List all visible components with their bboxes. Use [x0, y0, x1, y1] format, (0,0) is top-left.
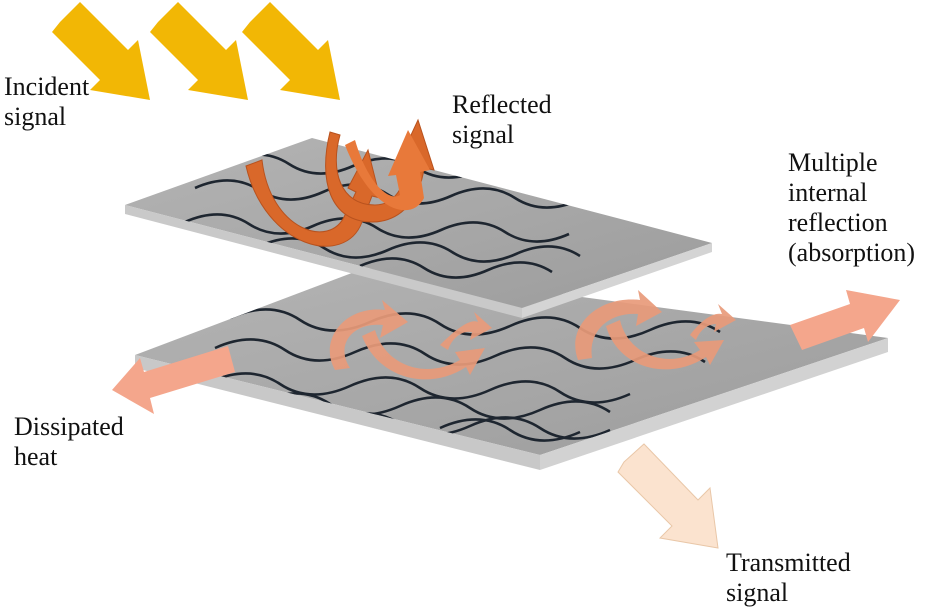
dissipated-heat-line: heat — [14, 442, 58, 471]
transmitted-signal-line: signal — [726, 578, 789, 607]
internal-arrow-icon — [690, 304, 736, 340]
internal-arrow-icon — [606, 320, 724, 370]
fiber-strand — [209, 372, 631, 404]
multiple-reflection-line: Multiple — [788, 148, 878, 177]
fiber-strand — [329, 412, 611, 440]
internal-arrow-icon — [362, 330, 485, 380]
multiple-reflection-line: (absorption) — [788, 238, 916, 267]
top-sheet-surface — [125, 138, 712, 308]
dissipated-heat-line: Dissipated — [14, 412, 124, 441]
incident-arrow-icon — [242, 2, 340, 100]
incident-arrow-icon — [52, 2, 150, 100]
incident-signal-line: signal — [4, 102, 67, 131]
dissipated-heat-arrow-icon — [112, 346, 235, 414]
incident-arrows — [52, 2, 340, 100]
fiber-strand — [359, 257, 553, 279]
multiple-reflection-line: reflection — [788, 208, 888, 237]
incident-signal-label: Incident signal — [4, 72, 89, 132]
multiple-internal-reflection-label: Multiple internal reflection (absorption… — [788, 148, 915, 268]
reflected-arrows — [245, 118, 435, 247]
bottom-sheet-edge-right — [540, 338, 888, 470]
top-sheet-edge-right — [522, 243, 712, 318]
top-sheet-edge — [125, 205, 522, 318]
bottom-sheet — [135, 268, 888, 470]
internal-arrow-icon — [329, 300, 408, 370]
incident-arrow-icon — [150, 2, 248, 100]
reflected-arrow-icon — [345, 130, 430, 211]
transmitted-arrow-icon — [617, 443, 719, 549]
dissipated-heat-label: Dissipated heat — [14, 412, 124, 472]
internal-arrow-icon — [575, 290, 662, 360]
reflected-signal-label: Reflected signal — [452, 90, 552, 150]
internal-arrow-icon — [440, 312, 492, 350]
internal-reflection-arrows — [329, 290, 736, 380]
bottom-sheet-edge — [135, 355, 540, 470]
transmitted-signal-label: Transmitted signal — [726, 548, 851, 608]
incident-signal-line: Incident — [4, 72, 90, 101]
fiber-strand — [439, 418, 581, 442]
absorption-exit-arrow-icon — [790, 290, 900, 350]
fiber-strand — [259, 392, 611, 420]
multiple-reflection-line: internal — [788, 178, 868, 207]
transmitted-signal-line: Transmitted — [726, 548, 851, 577]
fiber-strand — [184, 213, 570, 243]
reflected-signal-line: Reflected — [452, 90, 552, 119]
reflected-signal-line: signal — [452, 120, 515, 149]
bottom-sheet-surface — [135, 268, 888, 455]
